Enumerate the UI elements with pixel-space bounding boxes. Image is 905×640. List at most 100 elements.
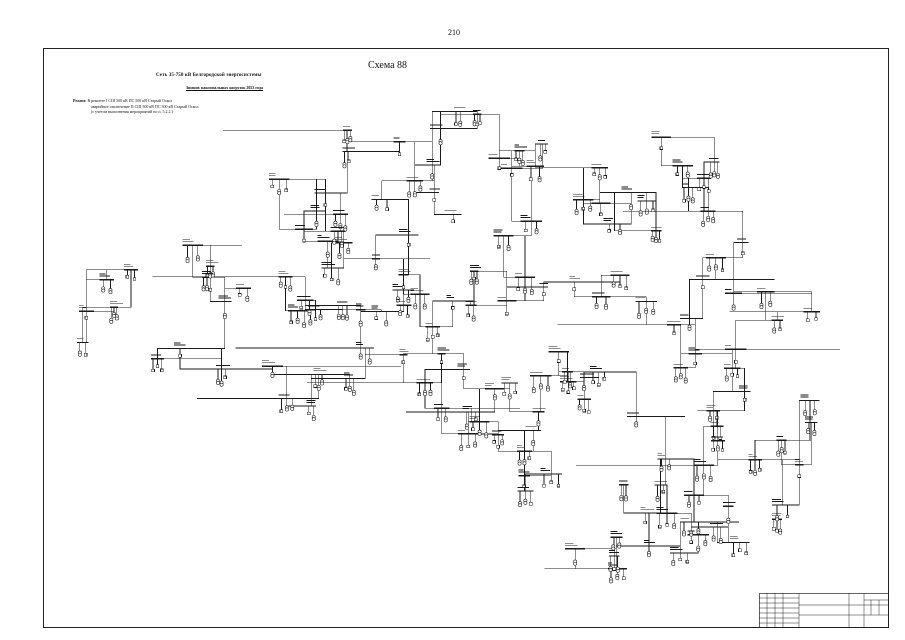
label-mark <box>342 147 355 149</box>
switch-symbol <box>556 483 561 488</box>
transformer-symbol <box>517 160 522 164</box>
transformer-symbol <box>295 319 300 324</box>
line-segment <box>661 137 683 167</box>
transformer-symbol <box>423 392 427 396</box>
line-segment <box>499 150 520 159</box>
transformer-symbol <box>617 544 622 549</box>
label-mark <box>332 210 345 212</box>
transformer-symbol <box>77 352 82 357</box>
label-mark <box>399 350 409 352</box>
label-mark <box>462 408 470 409</box>
transformer-symbol <box>471 317 476 322</box>
line-segment <box>431 111 459 166</box>
line-segment <box>303 210 317 230</box>
transformer-symbol <box>443 418 448 423</box>
switch-symbol <box>302 238 306 243</box>
switch-symbol <box>542 484 546 488</box>
label-mark <box>514 144 519 146</box>
transformer-symbol <box>307 312 312 316</box>
switch-symbol <box>289 320 293 325</box>
transformer-symbol <box>573 561 578 566</box>
transformer-symbol <box>615 576 620 580</box>
transformer-symbol <box>507 395 512 400</box>
switch-symbol <box>542 292 546 297</box>
transformer-symbol <box>484 434 489 439</box>
line-segment <box>346 130 400 142</box>
switch-symbol <box>563 380 567 384</box>
label-mark <box>772 515 781 517</box>
line-segment <box>600 202 615 225</box>
switch-symbol <box>582 408 586 413</box>
label-mark <box>640 506 646 508</box>
transformer-symbol <box>531 442 536 447</box>
line-segment <box>479 388 495 422</box>
label-mark <box>537 140 545 141</box>
label-mark <box>688 347 696 349</box>
label-mark <box>725 289 732 290</box>
switch-symbol <box>744 551 749 556</box>
line-segment <box>272 365 288 399</box>
label-mark <box>644 542 655 543</box>
switch-symbol <box>454 122 458 126</box>
switch-symbol <box>618 284 622 289</box>
transformer-symbol <box>343 227 348 232</box>
switch-symbol <box>514 157 518 162</box>
switch-symbol <box>599 212 603 217</box>
label-mark <box>561 367 569 369</box>
line-segment <box>540 351 560 377</box>
line-segment <box>765 291 813 312</box>
line-segment <box>600 275 620 297</box>
switch-symbol <box>502 392 506 396</box>
label-mark <box>560 377 573 379</box>
transmission-lines <box>79 111 840 578</box>
transformer-symbol <box>430 175 435 180</box>
label-mark <box>236 284 244 286</box>
transformer-symbol <box>314 223 319 227</box>
line-segment <box>680 534 699 554</box>
switch-symbol <box>661 489 666 494</box>
switch-symbol <box>439 360 444 364</box>
transformer-symbol <box>475 280 479 285</box>
line-segment <box>82 311 87 343</box>
transformer-symbol <box>339 244 344 248</box>
switch-symbol <box>344 387 348 391</box>
line-segment <box>680 353 696 368</box>
label-mark <box>485 382 495 384</box>
transformer-symbol <box>634 423 639 428</box>
switch-symbol <box>527 456 532 460</box>
label-mark <box>736 238 747 240</box>
switch-symbol <box>711 436 716 440</box>
transformer-symbol <box>650 238 655 242</box>
switch-symbol <box>643 520 647 525</box>
switch-symbol <box>658 524 662 529</box>
label-mark <box>669 549 683 550</box>
label-mark <box>724 364 731 366</box>
switch-symbol <box>475 122 479 127</box>
transformer-symbol <box>711 537 716 542</box>
switch-symbol <box>432 198 436 202</box>
transformer-symbol <box>671 562 676 567</box>
transformer-symbol <box>686 197 691 202</box>
label-mark <box>621 188 633 190</box>
line-segment <box>691 495 695 523</box>
switch-symbol <box>735 374 740 379</box>
line-segment <box>463 369 495 390</box>
transformer-symbol <box>609 579 613 584</box>
line-segment <box>673 318 690 326</box>
switch-symbol <box>417 392 422 397</box>
line-segment <box>703 425 717 466</box>
line-segment <box>458 111 478 115</box>
line-segment <box>636 416 666 459</box>
switch-symbol <box>557 359 561 363</box>
mode-line-1: В ремонте I СШ 500 кВ ПС 500 кВ Старый О… <box>87 98 173 103</box>
line-segment <box>494 382 511 390</box>
label-mark <box>710 422 719 424</box>
label-mark <box>565 542 574 544</box>
line-segment <box>781 464 800 506</box>
line-segment <box>325 192 341 215</box>
switch-symbol <box>523 228 528 233</box>
line-segment <box>688 177 705 188</box>
transformer-symbol <box>778 530 783 535</box>
transformer-symbol <box>211 273 215 278</box>
transformer-symbol <box>768 303 773 307</box>
